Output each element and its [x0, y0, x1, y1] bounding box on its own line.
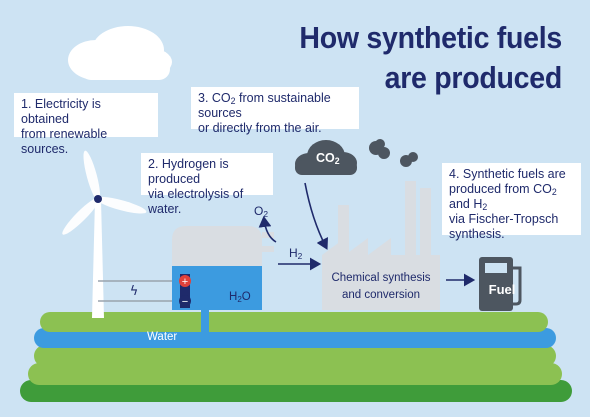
wind-turbine — [62, 150, 147, 318]
factory-chimney-1 — [338, 205, 349, 260]
step-4-note: 4. Synthetic fuels are produced from CO2… — [442, 163, 581, 241]
turbine-hub — [94, 195, 102, 203]
o2-arrow — [258, 215, 277, 243]
step-3-subscript: 2 — [230, 96, 236, 106]
process-arrows — [258, 182, 476, 287]
factory — [322, 181, 440, 310]
h2o-tail: O — [241, 291, 251, 303]
step-3-note: 3. CO2 from sustainable sources or direc… — [191, 87, 359, 135]
step-4-text-b: and H — [449, 197, 483, 211]
chemical-line-1: Chemical synthesis — [331, 272, 431, 284]
water-label: Water — [147, 331, 178, 343]
power-cables — [98, 280, 176, 302]
step-4-line-1: 4. Synthetic fuels are — [449, 167, 566, 181]
o2-text: O — [254, 204, 264, 218]
pump-display — [485, 263, 507, 273]
h2o-subscript: 2 — [237, 295, 242, 304]
ground-stripe-light-top — [40, 312, 548, 332]
ground-stripe-light-lower — [28, 363, 562, 385]
turbine-blade-3 — [62, 197, 100, 235]
factory-chimney-3 — [420, 188, 431, 255]
plus-sign: + — [182, 276, 188, 288]
ground-stripes — [20, 312, 572, 402]
h2o-text: H — [229, 291, 238, 303]
fuel-pump — [479, 257, 522, 311]
step-4-subscript-1: 2 — [551, 187, 557, 197]
step-1-note: 1. Electricity is obtained from renewabl… — [14, 93, 158, 156]
co2-text: CO — [316, 151, 335, 165]
chemical-line-2: and conversion — [342, 289, 420, 301]
ground-stripe-dark-bottom — [20, 380, 572, 402]
sky-cloud — [68, 26, 172, 80]
step-1-line-1: 1. Electricity is obtained — [21, 97, 101, 126]
step-3-line-1: 3. CO2 from sustainable sources — [198, 91, 352, 121]
step-3-text-a: 3. CO — [198, 91, 231, 105]
step-3-line-2: or directly from the air. — [198, 121, 322, 135]
pump-nozzle-hose — [513, 266, 522, 306]
step-2-line-2: via electrolysis of water. — [148, 187, 244, 216]
water-pipe — [201, 310, 209, 332]
step-1-line-2: from renewable sources. — [21, 127, 108, 156]
ground-stripe-light-middle — [34, 345, 556, 367]
title-line-1: How synthetic fuels — [299, 20, 562, 55]
step-4-subscript-2: 2 — [482, 202, 488, 212]
turbine-tower — [92, 200, 104, 318]
o2-label: O2 — [254, 204, 268, 218]
h2o-label: H2O — [229, 291, 251, 304]
factory-building — [322, 238, 440, 310]
step-4-line-2: produced from CO2 and H2 — [449, 182, 574, 212]
step-4-line-4: synthesis. — [449, 227, 505, 241]
step-4-text-a: produced from CO — [449, 182, 552, 196]
chemical-synthesis-label: Chemical synthesis and conversion — [327, 270, 435, 304]
factory-chimney-2 — [405, 181, 416, 255]
step-2-line-1: 2. Hydrogen is produced — [148, 157, 229, 186]
h2-text: H — [289, 246, 298, 260]
co2-cloud — [295, 140, 357, 175]
co2-arrow — [304, 182, 329, 250]
step-3-text-b: from sustainable sources — [198, 91, 331, 120]
step-2-note: 2. Hydrogen is produced via electrolysis… — [141, 153, 273, 216]
fuel-label: Fuel — [488, 282, 516, 297]
h2-subscript: 2 — [297, 251, 303, 261]
lightning-icon: ϟ — [130, 284, 139, 299]
turbine-blade-2 — [96, 196, 147, 214]
water-stripe — [34, 328, 556, 348]
electrode-left — [180, 274, 190, 308]
co2-cloud-label: CO2 — [316, 151, 340, 165]
o2-subscript: 2 — [263, 209, 269, 219]
title-line-2: are produced — [384, 60, 563, 95]
positive-terminal — [179, 275, 191, 287]
co2-subscript: 2 — [334, 156, 340, 166]
turbine-blade-1 — [83, 150, 101, 201]
electrolyzer-tank — [172, 226, 274, 332]
page-title: How synthetic fuels are produced — [286, 18, 562, 98]
negative-terminal — [179, 295, 191, 307]
h2-label: H2 — [289, 246, 302, 260]
minus-sign: − — [182, 296, 188, 308]
smoke-puffs — [369, 139, 418, 167]
step-4-line-3: via Fischer-Tropsch — [449, 212, 559, 226]
